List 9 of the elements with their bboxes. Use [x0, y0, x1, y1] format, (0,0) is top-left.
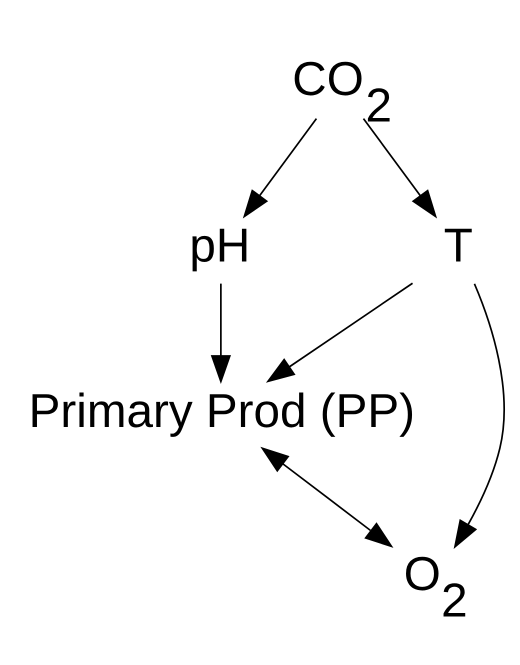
- arrow: [210, 284, 231, 384]
- arrow: [454, 283, 505, 550]
- node-text: T: [444, 220, 473, 273]
- arrow: [242, 118, 318, 218]
- node-text: pH: [189, 220, 250, 273]
- arrow: [362, 118, 438, 218]
- arrow: [266, 282, 414, 383]
- arrow: [260, 446, 394, 548]
- node-text: Primary Prod (PP): [28, 384, 415, 438]
